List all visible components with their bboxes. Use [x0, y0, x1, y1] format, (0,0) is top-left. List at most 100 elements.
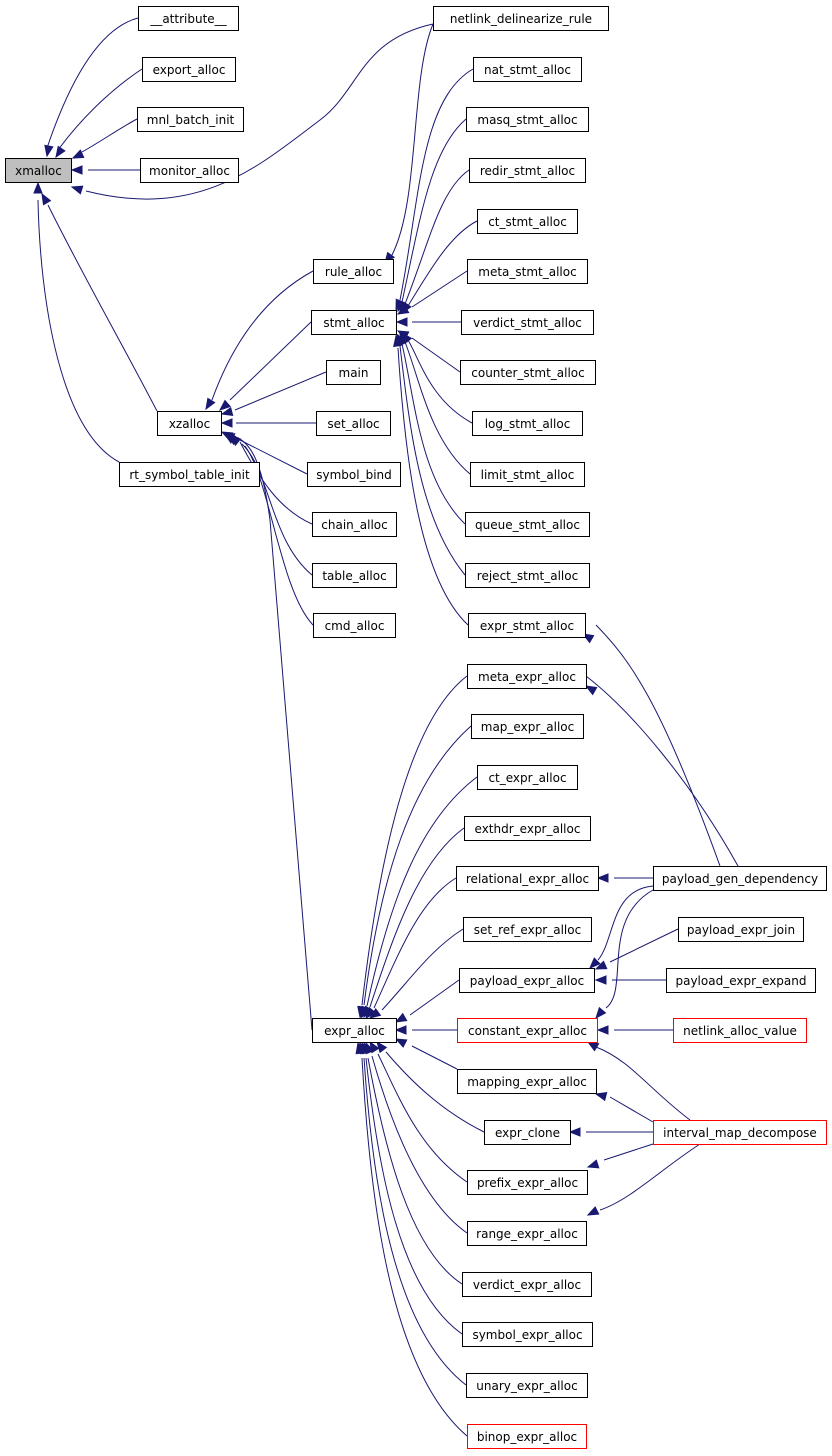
edge-line	[81, 118, 138, 153]
node-table-alloc[interactable]: table_alloc	[312, 563, 397, 588]
edge-line	[397, 347, 469, 626]
arrowhead-icon	[365, 1006, 377, 1020]
node-exthdr-expr-alloc[interactable]: exthdr_expr_alloc	[464, 816, 591, 841]
node-limit-stmt-alloc[interactable]: limit_stmt_alloc	[470, 462, 585, 487]
node-meta-stmt-alloc[interactable]: meta_stmt_alloc	[467, 259, 588, 284]
node-main[interactable]: main	[326, 360, 381, 385]
arrowhead-icon	[586, 1159, 600, 1169]
node-netlink-delinearize-rule[interactable]: netlink_delinearize_rule	[433, 6, 609, 31]
node-label: prefix_expr_alloc	[477, 1176, 578, 1190]
edge-21	[218, 321, 312, 411]
node-box	[471, 714, 584, 739]
node-payload-expr-expand[interactable]: payload_expr_expand	[666, 968, 816, 993]
edge-32	[589, 885, 654, 969]
node-meta-expr-alloc[interactable]: meta_expr_alloc	[467, 664, 587, 689]
node-mapping-expr-alloc[interactable]: mapping_expr_alloc	[457, 1069, 597, 1094]
node-stmt-alloc[interactable]: stmt_alloc	[311, 310, 397, 335]
arrowhead-icon	[594, 1091, 608, 1102]
node-payload-expr-join[interactable]: payload_expr_join	[678, 917, 804, 942]
node-set-ref-expr-alloc[interactable]: set_ref_expr_alloc	[463, 917, 592, 942]
arrowhead-icon	[218, 399, 232, 411]
node-netlink-alloc-value[interactable]: netlink_alloc_value	[673, 1018, 807, 1043]
node-box	[138, 6, 239, 31]
node-chain-alloc[interactable]: chain_alloc	[312, 512, 397, 537]
node-queue-stmt-alloc[interactable]: queue_stmt_alloc	[465, 512, 590, 537]
node-rule-alloc[interactable]: rule_alloc	[313, 259, 394, 284]
node-cmd-alloc[interactable]: cmd_alloc	[313, 613, 396, 638]
node-payload-gen-dependency[interactable]: payload_gen_dependency	[653, 866, 827, 891]
node-label: monitor_alloc	[149, 164, 230, 178]
arrowhead-icon	[33, 181, 43, 194]
node-counter-stmt-alloc[interactable]: counter_stmt_alloc	[460, 360, 596, 385]
edge-35	[595, 889, 654, 1020]
node-expr-clone[interactable]: expr_clone	[484, 1120, 571, 1145]
edge-line	[585, 675, 739, 867]
node-mnl-batch-init[interactable]: mnl_batch_init	[137, 107, 244, 132]
node-label: symbol_expr_alloc	[472, 1328, 582, 1342]
edge-48	[394, 979, 460, 1023]
node-box	[463, 917, 592, 942]
node-xzalloc[interactable]: xzalloc	[157, 411, 222, 436]
node-symbol-expr-alloc[interactable]: symbol_expr_alloc	[462, 1322, 593, 1347]
node-box	[467, 1424, 587, 1449]
node-label: symbol_bind	[316, 468, 392, 482]
node-label: expr_stmt_alloc	[480, 619, 574, 633]
node-prefix-expr-alloc[interactable]: prefix_expr_alloc	[467, 1170, 588, 1195]
edge-5	[41, 192, 158, 412]
node-verdict-expr-alloc[interactable]: verdict_expr_alloc	[462, 1272, 592, 1297]
node-box	[666, 968, 816, 993]
node-set-alloc[interactable]: set_alloc	[316, 411, 391, 436]
edge-26	[226, 434, 313, 576]
node-expr-stmt-alloc[interactable]: expr_stmt_alloc	[468, 613, 586, 638]
edge-line	[234, 371, 327, 411]
edge-41	[586, 1143, 701, 1216]
node-rt-symbol-table-init[interactable]: rt_symbol_table_init	[119, 462, 260, 487]
node-map-expr-alloc[interactable]: map_expr_alloc	[471, 714, 584, 739]
node-nat-stmt-alloc[interactable]: nat_stmt_alloc	[473, 57, 582, 82]
node-payload-expr-alloc[interactable]: payload_expr_alloc	[459, 968, 595, 993]
node-ct-stmt-alloc[interactable]: ct_stmt_alloc	[477, 209, 578, 234]
node-expr-alloc[interactable]: expr_alloc	[312, 1018, 397, 1043]
edge-line	[595, 1046, 691, 1121]
edge-42	[357, 675, 468, 1019]
node-xmalloc[interactable]: xmalloc	[5, 158, 72, 183]
node-box	[312, 512, 397, 537]
node-label: range_expr_alloc	[476, 1227, 578, 1241]
node-reject-stmt-alloc[interactable]: reject_stmt_alloc	[465, 563, 590, 588]
edge-1	[55, 68, 143, 159]
node-binop-expr-alloc[interactable]: binop_expr_alloc	[467, 1424, 587, 1449]
node-monitor-alloc[interactable]: monitor_alloc	[140, 158, 239, 183]
edge-line	[47, 204, 158, 412]
edge-line	[599, 1143, 701, 1211]
node-box	[459, 968, 595, 993]
node-unary-expr-alloc[interactable]: unary_expr_alloc	[466, 1373, 588, 1398]
node-label: payload_expr_alloc	[470, 974, 585, 988]
node-interval-map-decompose[interactable]: interval_map_decompose	[653, 1120, 827, 1145]
node-box	[477, 209, 578, 234]
edge-55	[360, 1041, 463, 1335]
node-box	[467, 1221, 587, 1246]
node-box	[311, 310, 397, 335]
node-box	[465, 563, 590, 588]
edge-30	[584, 675, 739, 867]
node-box	[313, 259, 394, 284]
node-verdict-stmt-alloc[interactable]: verdict_stmt_alloc	[461, 310, 594, 335]
node-box	[456, 866, 599, 891]
edge-50	[394, 1038, 458, 1070]
node-masq-stmt-alloc[interactable]: masq_stmt_alloc	[466, 107, 589, 132]
node-constant-expr-alloc[interactable]: constant_expr_alloc	[457, 1018, 598, 1043]
node-attribute[interactable]: __attribute__	[138, 6, 239, 31]
node-box	[457, 1069, 597, 1094]
node-log-stmt-alloc[interactable]: log_stmt_alloc	[472, 411, 583, 436]
edge-line	[365, 1057, 463, 1335]
edge-line	[411, 1045, 458, 1070]
node-box	[467, 259, 588, 284]
edge-37	[586, 1041, 691, 1121]
node-redir-stmt-alloc[interactable]: redir_stmt_alloc	[469, 158, 586, 183]
node-export-alloc[interactable]: export_alloc	[142, 57, 236, 82]
node-symbol-bind[interactable]: symbol_bind	[307, 462, 401, 487]
edge-51	[376, 1040, 485, 1133]
node-ct-expr-alloc[interactable]: ct_expr_alloc	[477, 765, 578, 790]
node-range-expr-alloc[interactable]: range_expr_alloc	[467, 1221, 587, 1246]
node-relational-expr-alloc[interactable]: relational_expr_alloc	[456, 866, 599, 891]
